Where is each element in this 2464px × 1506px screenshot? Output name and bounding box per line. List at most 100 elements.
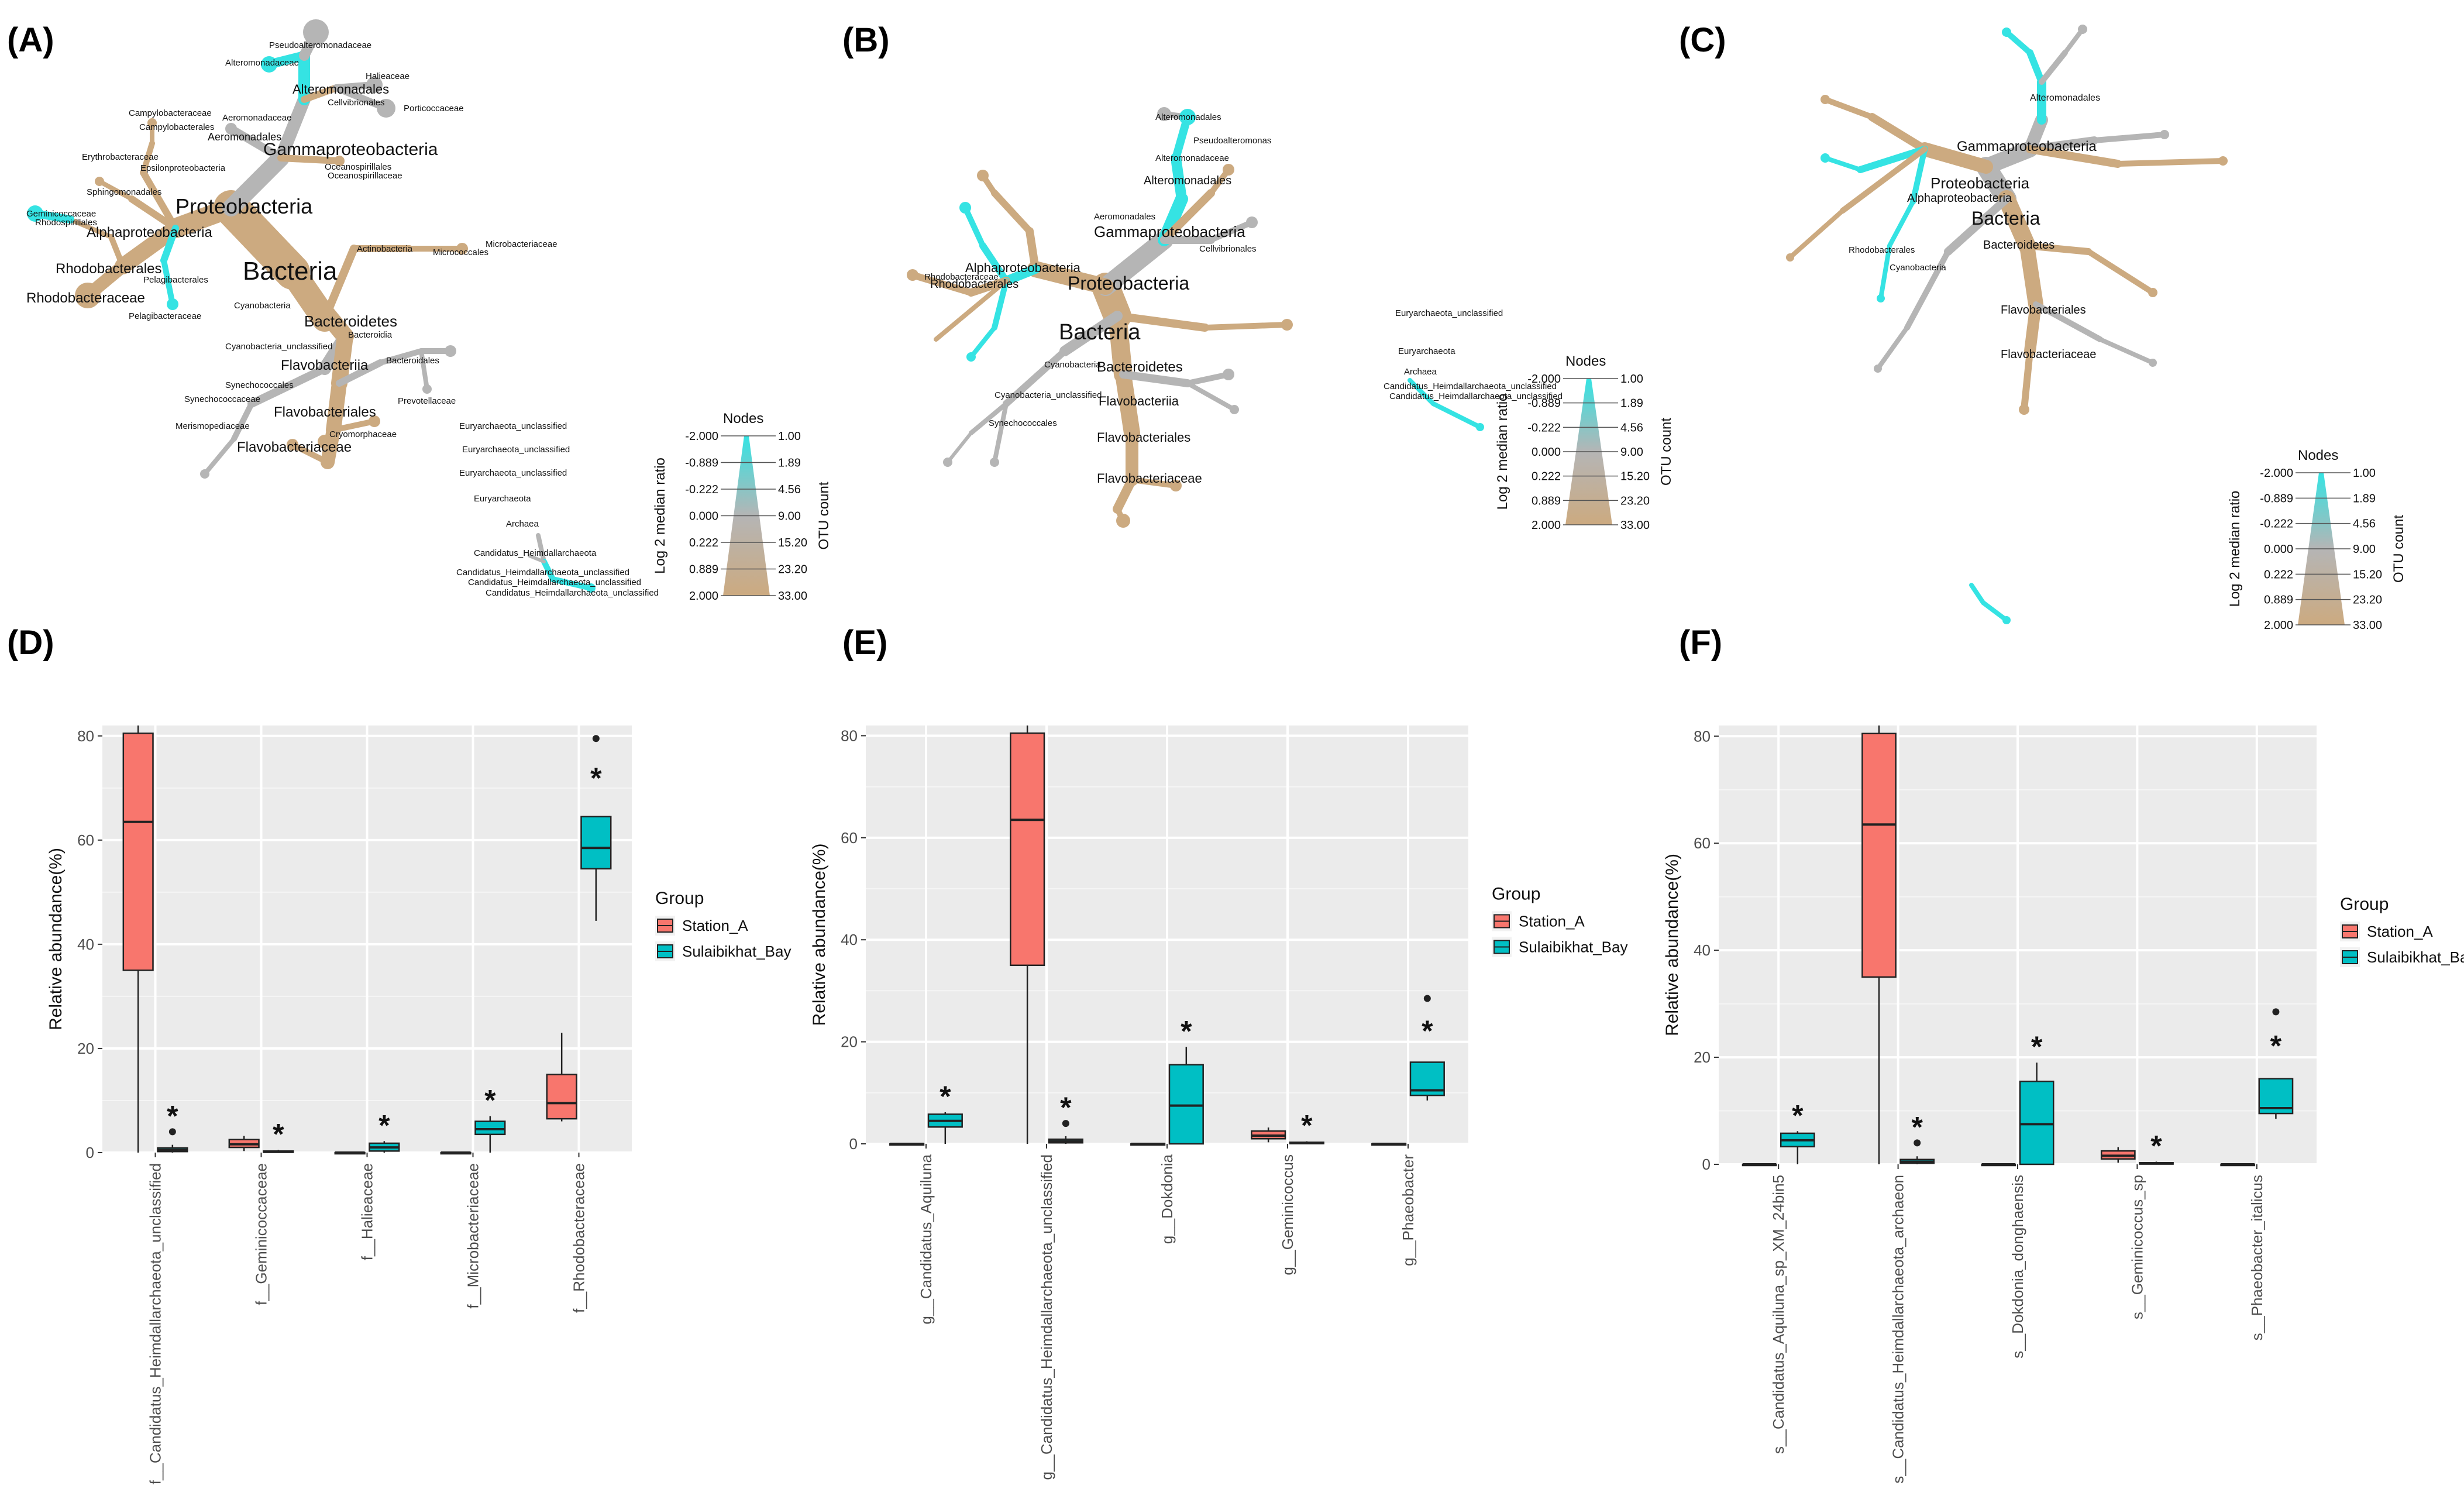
tree-c-label: Bacteria	[1971, 208, 2040, 229]
y-tick-label: 0	[849, 1135, 858, 1153]
y-tick-label: 40	[841, 931, 858, 948]
tree-a-label: Campylobacteraceae	[129, 108, 212, 118]
y-tick-label: 80	[841, 727, 858, 744]
tree-a-label: Bacteroidales	[386, 356, 439, 366]
tree-a-label: Campylobacterales	[139, 122, 214, 132]
tree-a-label: Micrococcales	[433, 247, 488, 257]
box-body	[1010, 732, 1045, 967]
tree-b-label: Euryarchaeota_unclassified	[1395, 308, 1503, 318]
tree-a-label: Cryomorphaceae	[329, 429, 397, 439]
legend-entry-label: Sulaibikhat_Bay	[2367, 948, 2464, 966]
legend-left-tick: 0.889	[1532, 494, 1561, 507]
tree-a-label: Candidatus_Heimdallarchaeota	[474, 548, 597, 558]
y-tick-label: 0	[86, 1144, 94, 1161]
tree-a-label: Candidatus_Heimdallarchaeota_unclassifie…	[486, 588, 659, 598]
legend-right-tick: 1.00	[778, 430, 801, 443]
tree-a-label: Microbacteriaceae	[486, 239, 558, 249]
legend-title: Nodes	[2298, 448, 2338, 463]
tree-a-label: Pelagibacterales	[143, 275, 208, 285]
tree-a-label: Epsilonproteobacteria	[140, 163, 226, 173]
legend-right-tick: 1.89	[2353, 492, 2376, 505]
legend-right-tick: 9.00	[2353, 543, 2376, 556]
tree-a-label: Geminicoccaceae	[26, 209, 96, 219]
legend-entry-label: Station_A	[682, 917, 748, 934]
tree-a-label: Bacteroidetes	[304, 312, 397, 330]
x-tick-label: s__Candidatus_Heimdallarchaeota_archaeon	[1890, 1175, 1907, 1484]
tree-a-label: Synechococcales	[225, 380, 294, 390]
legend-left-tick: 0.222	[1532, 470, 1561, 483]
y-tick-label: 60	[841, 829, 858, 847]
box-outlier	[592, 735, 600, 742]
significance-star: *	[2270, 1029, 2282, 1062]
significance-star: *	[273, 1118, 284, 1151]
significance-star: *	[1422, 1015, 1433, 1047]
tree-b-label: Synechococcales	[989, 418, 1057, 428]
legend-right-tick: 15.20	[2353, 568, 2382, 581]
legend-left-tick: -0.889	[685, 457, 718, 470]
tree-a-label: Pseudoalteromonadaceae	[269, 40, 371, 50]
tree-a-label: Oceanospirillaceae	[328, 171, 402, 181]
legend-left-tick: -2.000	[2260, 467, 2293, 480]
tree-b-label: Rhodobacteraceae	[924, 272, 999, 282]
legend-entry-label: Station_A	[2367, 923, 2433, 940]
tree-b-label: Flavobacteriales	[1097, 430, 1190, 445]
legend-right-tick: 1.89	[1620, 397, 1643, 410]
legend-left-tick: 0.222	[2264, 568, 2293, 581]
significance-star: *	[167, 1099, 178, 1132]
y-tick-label: 60	[1694, 834, 1711, 852]
legend-right-tick: 33.00	[778, 590, 807, 603]
legend-right-axis-label: OTU count	[2391, 515, 2407, 583]
tree-a-label: Aeromonadales	[208, 131, 281, 143]
y-tick-label: 60	[77, 831, 94, 849]
tree-a-label: Porticoccaceae	[404, 104, 464, 114]
legend-left-tick: 0.000	[689, 510, 718, 523]
tree-a-label: Candidatus_Heimdallarchaeota_unclassifie…	[468, 577, 641, 587]
tree-a-label: Euryarchaeota	[474, 494, 531, 504]
legend-right-axis-label: OTU count	[1658, 418, 1674, 486]
tree-b-label: Alteromonadaceae	[1155, 153, 1229, 163]
box-outlier	[1914, 1139, 1921, 1147]
legend-right-tick: 1.89	[778, 457, 801, 470]
tree-a-label: Flavobacteriales	[274, 404, 376, 420]
legend-left-axis-label: Log 2 median ratio	[652, 458, 668, 574]
tree-a-label: Alphaproteobacteria	[87, 225, 212, 240]
x-tick-label: f__Candidatus_Heimdallarchaeota_unclassi…	[147, 1163, 164, 1484]
tree-b-label: Proteobacteria	[1068, 273, 1189, 294]
x-tick-label: g__Candidatus_Heimdallarchaeota_unclassi…	[1038, 1154, 1055, 1480]
group-legend-title: Group	[1492, 885, 1540, 904]
significance-star: *	[1060, 1091, 1072, 1124]
significance-star: *	[2031, 1030, 2043, 1063]
tree-a-label: Rhodobacterales	[56, 261, 161, 277]
x-tick-label: s__Phaeobacter_italicus	[2248, 1175, 2266, 1340]
tree-b-label: Flavobacteriia	[1099, 394, 1179, 408]
tree-a-label: Sphingomonadales	[87, 187, 161, 197]
tree-a-label: Euryarchaeota_unclassified	[459, 421, 567, 431]
y-tick-label: 20	[77, 1040, 94, 1057]
tree-a-label: Merismopediaceae	[175, 421, 250, 431]
legend-left-tick: -2.000	[1527, 373, 1561, 386]
tree-a-label: Proteobacteria	[175, 194, 313, 218]
x-tick-label: f__Rhodobacteraceae	[570, 1163, 588, 1313]
group-legend-title: Group	[2340, 895, 2389, 914]
tree-b-label: Aeromonadales	[1094, 212, 1155, 222]
legend-left-tick: -0.889	[1527, 397, 1561, 410]
y-tick-label: 80	[77, 727, 94, 745]
tree-c-label: Alphaproteobacteria	[1907, 192, 2012, 205]
tree-b-label: Alteromonadales	[1155, 112, 1221, 122]
box-outlier	[168, 1128, 176, 1136]
tree-a-label: Pelagibacteraceae	[129, 311, 201, 321]
legend-right-tick: 23.20	[1620, 494, 1650, 507]
tree-a-label: Euryarchaeota_unclassified	[462, 445, 570, 455]
tree-b-label: Bacteria	[1059, 320, 1141, 345]
legend-left-tick: -0.889	[2260, 492, 2293, 505]
tree-a-label: Synechococcaceae	[184, 394, 260, 404]
legend-left-axis-label: Log 2 median ratio	[1495, 394, 1510, 510]
x-tick-label: g__Dokdonia	[1158, 1154, 1176, 1244]
tree-a-label: Cyanobacteria_unclassified	[225, 342, 332, 352]
tree-c-label: Rhodobacterales	[1849, 245, 1915, 255]
panel-label-d: (D)	[7, 624, 54, 662]
y-tick-label: 80	[1694, 727, 1711, 745]
legend-right-tick: 1.00	[1620, 373, 1643, 386]
